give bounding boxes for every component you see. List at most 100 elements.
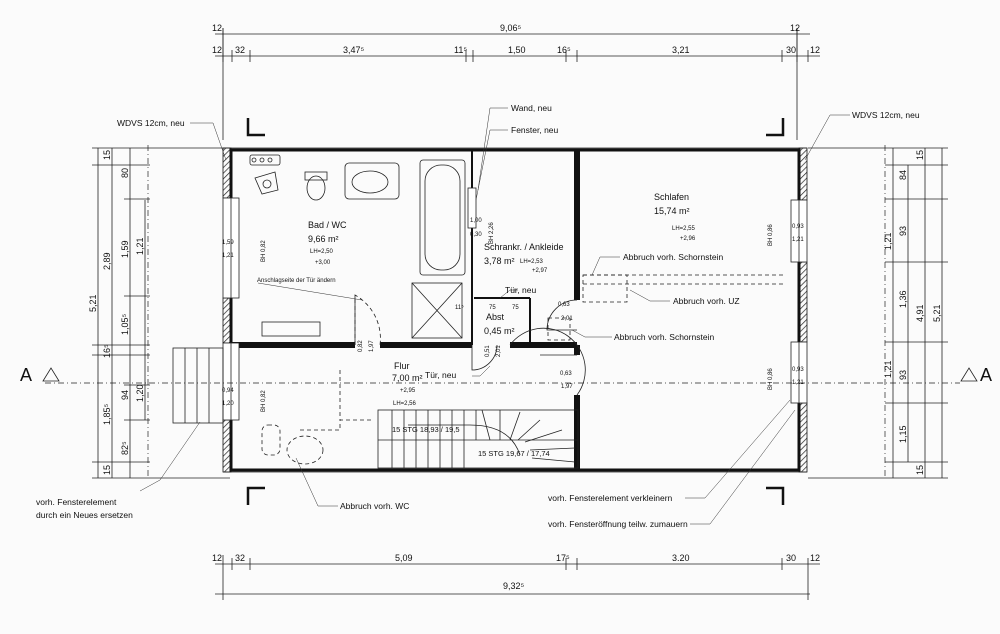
dim-text: 93 bbox=[898, 370, 908, 380]
dim-text: 93 bbox=[898, 226, 908, 236]
room-level-schlafen: +2,96 bbox=[680, 236, 696, 242]
section-triangle-icon bbox=[42, 367, 60, 382]
dim-text: 12 bbox=[212, 45, 222, 55]
door-dim: 2,01 bbox=[561, 316, 573, 322]
outer-walls bbox=[222, 147, 808, 473]
dim-text: 3.20 bbox=[672, 553, 690, 563]
bh-label: BH 0,86 bbox=[768, 368, 774, 390]
window-dim: 1,21 bbox=[222, 253, 234, 259]
dim-text: 32 bbox=[235, 45, 245, 55]
dim-text: 1,50 bbox=[508, 45, 526, 55]
room-area-flur: 7,00 m² bbox=[392, 373, 423, 383]
dim-text: 15 bbox=[915, 465, 925, 475]
label-wdvs-left: WDVS 12cm, neu bbox=[117, 118, 185, 128]
dim-text: 2,89 bbox=[102, 252, 112, 270]
dim-text: 9,06⁵ bbox=[500, 23, 522, 33]
dim-text: 1,15 bbox=[898, 425, 908, 443]
corner-markers bbox=[246, 118, 785, 505]
bh-label: BH 2,26 bbox=[489, 222, 495, 244]
room-level-flur: +2,95 bbox=[400, 388, 416, 394]
dim-text: 3,47⁵ bbox=[343, 45, 365, 55]
leader-lines bbox=[139, 107, 850, 525]
dim-text: 82⁵ bbox=[120, 441, 130, 455]
label-wdvs-right: WDVS 12cm, neu bbox=[852, 110, 920, 120]
room-lh-schrank: LH=2,53 bbox=[520, 259, 544, 265]
room-name-schrank: Schrankr. / Ankleide bbox=[484, 242, 564, 252]
section-label-left: A bbox=[20, 365, 32, 385]
dim-text: 30 bbox=[786, 553, 796, 563]
bh-label: BH 0,82 bbox=[261, 390, 267, 412]
stairs-lower-label: 15 STG 19,67 / 17,74 bbox=[478, 449, 550, 458]
label-fensteroeffnung: vorh. Fensteröffnung teilw. zumauern bbox=[548, 519, 688, 529]
door-dim: 0,63 bbox=[560, 371, 572, 377]
door-dim: 0,82 bbox=[358, 340, 364, 352]
dim-text: 15 bbox=[102, 150, 112, 160]
door-dim: 0,51 bbox=[485, 345, 491, 357]
section-triangle-icon bbox=[960, 367, 978, 382]
label-anschlag: Anschlagseite der Tür ändern bbox=[257, 278, 336, 284]
dim-text: 16⁵ bbox=[102, 344, 112, 358]
dim-text: 17⁵ bbox=[556, 553, 570, 563]
label-wand-neu: Wand, neu bbox=[511, 103, 552, 113]
dim-text: 1,21 bbox=[135, 237, 145, 255]
room-lh-bad: LH=2,50 bbox=[310, 249, 334, 255]
exterior-stairs bbox=[172, 347, 224, 424]
window-dim: 1,21 bbox=[792, 237, 804, 243]
dim-text: 1,21 bbox=[883, 360, 893, 378]
bottom-dimension-lines: 12 32 5,09 17⁵ 3.20 30 12 9,32⁵ bbox=[212, 553, 820, 600]
room-area-schrank: 3,78 m² bbox=[484, 256, 515, 266]
top-dimension-lines: 12 9,06⁵ 12 12 32 3,47⁵ 11⁵ 1,50 16⁵ 3,2… bbox=[212, 23, 820, 140]
label-tuer-neu: Tür, neu bbox=[505, 285, 536, 295]
window-dim: 1,00 bbox=[470, 218, 482, 224]
window-dim: 0,93 bbox=[792, 224, 804, 230]
room-level-schrank: +2,97 bbox=[532, 268, 548, 274]
bh-label: BH 0,86 bbox=[768, 224, 774, 246]
dim-text: 1,85⁵ bbox=[102, 403, 112, 425]
window-dim: 0,93 bbox=[792, 367, 804, 373]
dim-text: 94 bbox=[120, 390, 130, 400]
dim-text: 11⁵ bbox=[454, 45, 467, 55]
room-area-schlafen: 15,74 m² bbox=[654, 206, 690, 216]
window-dim: 1,21 bbox=[792, 380, 804, 386]
left-dimension-lines: 5,21 15 2,89 16⁵ 1,85⁵ 15 80 1,59 1,05⁵ … bbox=[88, 147, 230, 479]
room-name-bad: Bad / WC bbox=[308, 220, 347, 230]
dim-text: 1,20 bbox=[135, 384, 145, 402]
opening-annotations: BH 0,82 1,59 1,21 BH 2,26 1,00 0,30 0,82… bbox=[222, 218, 804, 412]
label-abbruch-uz: Abbruch vorh. UZ bbox=[673, 296, 740, 306]
room-lh-schlafen: LH=2,55 bbox=[672, 226, 696, 232]
staircase bbox=[377, 409, 579, 469]
bathroom-fixtures bbox=[249, 154, 466, 339]
dim-text: 1,59 bbox=[120, 240, 130, 258]
wc-removal bbox=[261, 370, 372, 465]
window-dim: 0,94 bbox=[222, 388, 234, 394]
room-name-abst: Abst bbox=[486, 312, 505, 322]
dim-text: 80 bbox=[120, 168, 130, 178]
stairs-upper-label: 15 STG 18,93 / 19,5 bbox=[392, 425, 460, 434]
label-fensterelement-verkleinern: vorh. Fensterelement verkleinern bbox=[548, 493, 673, 503]
window-dim: 0,30 bbox=[470, 232, 482, 238]
dim-text: 12 bbox=[790, 23, 800, 33]
dim-text: 15 bbox=[915, 150, 925, 160]
bh-label: BH 0,82 bbox=[261, 240, 267, 262]
label-fensterelement: durch ein Neues ersetzen bbox=[36, 510, 133, 520]
dim-text: 15 bbox=[102, 465, 112, 475]
axis-lines bbox=[147, 145, 886, 478]
abst-dim: 75 bbox=[512, 305, 519, 311]
dim-text: 1,21 bbox=[883, 232, 893, 250]
room-area-bad: 9,66 m² bbox=[308, 234, 339, 244]
dim-text: 9,32⁵ bbox=[503, 581, 525, 591]
room-labels: Bad / WC 9,66 m² LH=2,50 +3,00 Schrankr.… bbox=[308, 192, 696, 458]
dim-text: 12 bbox=[810, 553, 820, 563]
dim-text: 4,91 bbox=[915, 304, 925, 322]
doors bbox=[354, 294, 586, 396]
windows bbox=[222, 187, 808, 421]
room-level-bad: +3,00 bbox=[315, 260, 331, 266]
label-fenster-neu: Fenster, neu bbox=[511, 125, 559, 135]
label-abbruch-schornstein: Abbruch vorh. Schornstein bbox=[623, 252, 723, 262]
dim-text: 5,21 bbox=[88, 294, 98, 312]
abst-dim: 11⁵ bbox=[455, 304, 464, 311]
door-dim: 2,01 bbox=[496, 345, 502, 357]
label-fensterelement: vorh. Fensterelement bbox=[36, 497, 117, 507]
room-name-schlafen: Schlafen bbox=[654, 192, 689, 202]
